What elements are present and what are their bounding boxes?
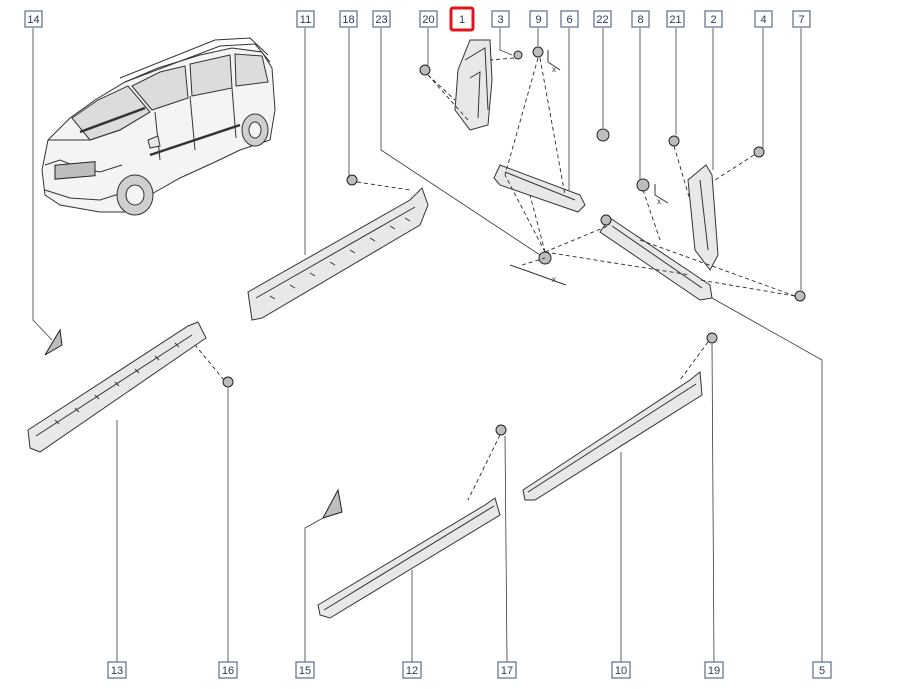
svg-text:22: 22 xyxy=(596,14,608,26)
fastener-7 xyxy=(794,290,806,302)
axis-mark-1: x xyxy=(552,65,556,74)
svg-text:1: 1 xyxy=(459,14,465,26)
fastener-16 xyxy=(222,376,234,388)
svg-text:4: 4 xyxy=(760,14,766,26)
svg-text:23: 23 xyxy=(375,14,387,26)
axis-mark-3: x xyxy=(552,275,556,284)
callout-12[interactable]: 12 xyxy=(402,661,422,679)
part-10-rear-moulding xyxy=(522,371,703,501)
callout-14[interactable]: 14 xyxy=(24,10,43,28)
callout-15[interactable]: 15 xyxy=(295,661,315,679)
callout-1[interactable]: 1 xyxy=(449,6,475,32)
svg-text:16: 16 xyxy=(222,665,234,677)
fasteners xyxy=(222,46,806,436)
svg-text:15: 15 xyxy=(299,665,311,677)
svg-text:19: 19 xyxy=(708,665,720,677)
fastener-9 xyxy=(532,46,544,58)
part-13-door-moulding xyxy=(27,321,207,453)
fastener-20 xyxy=(419,64,431,76)
callout-5[interactable]: 5 xyxy=(812,661,832,679)
callout-13[interactable]: 13 xyxy=(107,661,127,679)
svg-text:17: 17 xyxy=(501,665,513,677)
part-1-bracket xyxy=(454,39,493,131)
svg-text:18: 18 xyxy=(342,14,354,26)
svg-text:10: 10 xyxy=(615,665,627,677)
fastener-3 xyxy=(513,50,523,60)
callout-3[interactable]: 3 xyxy=(491,10,510,28)
callout-11[interactable]: 11 xyxy=(296,10,315,28)
svg-text:2: 2 xyxy=(710,14,716,26)
leader-lines xyxy=(32,28,823,663)
svg-text:20: 20 xyxy=(422,14,434,26)
part-2-bracket xyxy=(687,164,719,271)
fastener-5b xyxy=(600,214,612,226)
callout-8[interactable]: 8 xyxy=(631,10,650,28)
fastener-8 xyxy=(636,178,650,192)
fastener-17 xyxy=(495,424,507,436)
callout-16[interactable]: 16 xyxy=(218,661,238,679)
svg-text:5: 5 xyxy=(819,665,825,677)
fastener-4 xyxy=(753,146,765,158)
svg-text:14: 14 xyxy=(27,14,39,26)
svg-text:9: 9 xyxy=(535,14,541,26)
callout-6[interactable]: 6 xyxy=(560,10,579,28)
callout-22[interactable]: 22 xyxy=(593,10,612,28)
fastener-18 xyxy=(346,174,358,186)
callout-9[interactable]: 9 xyxy=(529,10,548,28)
callout-19[interactable]: 19 xyxy=(704,661,724,679)
part-11-door-moulding xyxy=(247,187,429,321)
fastener-21 xyxy=(668,135,680,147)
van-illustration xyxy=(41,37,276,216)
fastener-19 xyxy=(706,332,718,344)
part-15-trim-cap xyxy=(321,488,343,519)
svg-text:11: 11 xyxy=(300,14,311,26)
part-14-trim-cap xyxy=(44,328,63,356)
assembly-lines xyxy=(194,57,796,501)
callout-4[interactable]: 4 xyxy=(754,10,773,28)
callout-18[interactable]: 18 xyxy=(339,10,358,28)
callout-23[interactable]: 23 xyxy=(372,10,391,28)
svg-text:3: 3 xyxy=(497,14,503,26)
callout-10[interactable]: 10 xyxy=(611,661,631,679)
svg-text:13: 13 xyxy=(111,665,123,677)
callout-20[interactable]: 20 xyxy=(419,10,438,28)
fastener-22 xyxy=(596,128,610,142)
callout-boxes: 14 11 18 23 20 1 3 9 6 22 8 21 2 4 7 13 … xyxy=(24,6,832,679)
callout-17[interactable]: 17 xyxy=(497,661,517,679)
callout-2[interactable]: 2 xyxy=(704,10,723,28)
svg-text:8: 8 xyxy=(637,14,643,26)
axis-marks: x x x xyxy=(509,50,669,286)
part-6-garnish xyxy=(493,164,586,213)
svg-text:6: 6 xyxy=(566,14,572,26)
svg-text:12: 12 xyxy=(406,665,418,677)
svg-text:21: 21 xyxy=(669,14,681,26)
callout-21[interactable]: 21 xyxy=(666,10,685,28)
axis-mark-2: x xyxy=(657,197,661,206)
svg-text:7: 7 xyxy=(798,14,804,26)
part-12-sill-moulding xyxy=(317,497,501,619)
callout-7[interactable]: 7 xyxy=(792,10,811,28)
